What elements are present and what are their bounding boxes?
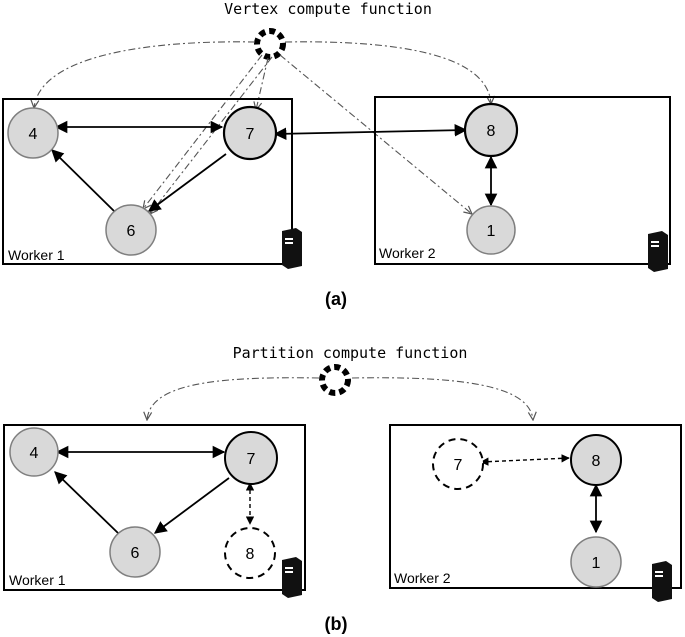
gear-icon <box>319 364 351 396</box>
svg-text:8: 8 <box>487 123 496 140</box>
server-icon <box>648 231 668 272</box>
ghost-node-8: 8 <box>224 527 276 579</box>
edge-7-8 <box>273 123 468 141</box>
svg-text:8: 8 <box>592 453 601 470</box>
worker-2-box <box>389 424 682 589</box>
svg-text:4: 4 <box>30 445 39 462</box>
server-icon <box>282 228 302 269</box>
panel-a: Vertex compute function Worker 1 Worker … <box>2 0 671 309</box>
svg-text:4: 4 <box>29 126 38 143</box>
node-1: 1 <box>570 536 622 588</box>
edge-6-4 <box>54 471 119 534</box>
worker-1-box <box>3 424 306 591</box>
node-7: 7 <box>224 431 278 485</box>
worker-2-label: Worker 2 <box>394 570 451 586</box>
worker-2-box <box>374 96 671 265</box>
node-4: 4 <box>9 427 59 477</box>
worker-2-label: Worker 2 <box>379 245 436 261</box>
panel-b-caption: (b) <box>325 614 348 634</box>
gear-icon <box>254 28 286 60</box>
worker-1-label: Worker 1 <box>8 247 65 263</box>
ghost-node-7: 7 <box>432 438 484 490</box>
node-4: 4 <box>7 107 59 159</box>
worker-1-box <box>2 98 293 265</box>
dispatch-arrow-to-4 <box>34 41 256 108</box>
edge-7-6 <box>147 153 227 212</box>
svg-text:6: 6 <box>127 223 136 240</box>
node-1: 1 <box>466 205 516 255</box>
panel-b-title: Partition compute function <box>233 344 468 362</box>
svg-text:6: 6 <box>131 545 140 562</box>
dispatch-arrow-to-7 <box>256 57 269 110</box>
panel-a-caption: (a) <box>325 289 347 309</box>
dispatch-arrow-to-6a <box>143 54 263 209</box>
server-icon <box>652 561 672 602</box>
node-8: 8 <box>570 434 622 486</box>
dispatch-arrow-to-worker-1 <box>147 377 320 420</box>
node-6: 6 <box>109 526 161 578</box>
node-8: 8 <box>463 102 519 158</box>
edge-6-4 <box>51 149 115 212</box>
worker-1-label: Worker 1 <box>9 572 66 588</box>
panel-a-title: Vertex compute function <box>224 0 432 18</box>
svg-text:7: 7 <box>454 457 463 474</box>
node-7: 7 <box>222 105 278 161</box>
edge-7-6 <box>153 477 230 534</box>
ghost-edge-7-8 <box>480 454 570 466</box>
dispatch-arrow-to-worker-2 <box>351 377 533 420</box>
svg-text:1: 1 <box>487 223 496 240</box>
svg-text:1: 1 <box>592 555 601 572</box>
dispatch-arrow-to-8 <box>284 41 491 104</box>
server-icon <box>282 557 302 598</box>
svg-text:7: 7 <box>247 451 256 468</box>
node-6: 6 <box>105 204 157 256</box>
svg-text:8: 8 <box>246 546 255 563</box>
dispatch-arrow-to-6b <box>150 56 273 214</box>
panel-b: Partition compute function Worker 1 Work… <box>3 344 682 634</box>
svg-text:7: 7 <box>246 126 255 143</box>
